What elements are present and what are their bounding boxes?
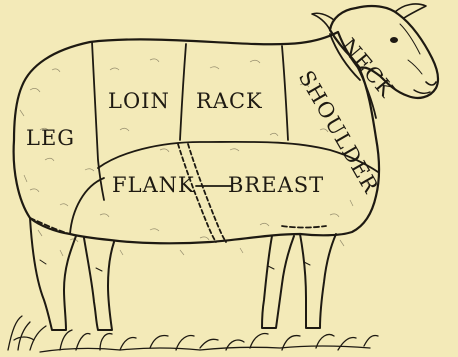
label-leg: LEG bbox=[26, 126, 75, 150]
grass bbox=[8, 316, 378, 352]
fore-leg-line bbox=[282, 226, 326, 228]
cut-lines bbox=[30, 34, 378, 242]
label-loin: LOIN bbox=[108, 89, 170, 113]
loin-rack-line bbox=[180, 44, 186, 140]
flank-lower-line bbox=[70, 178, 104, 234]
label-rack: RACK bbox=[196, 89, 263, 113]
label-flank: FLANK bbox=[112, 173, 195, 197]
eye-icon bbox=[390, 37, 398, 43]
rack-shoulder-line bbox=[282, 46, 288, 140]
label-breast: BREAST bbox=[228, 173, 324, 197]
hind-leg-line bbox=[30, 218, 70, 234]
leg-loin-line bbox=[92, 42, 104, 200]
